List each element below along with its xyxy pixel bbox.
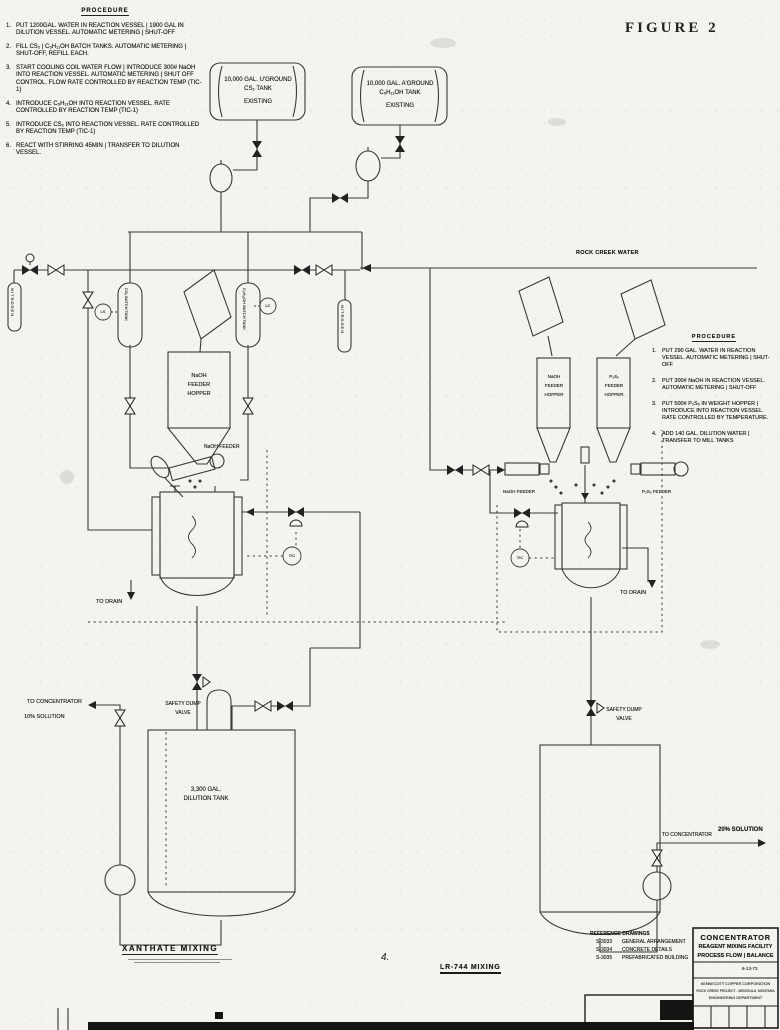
pump-amyl xyxy=(355,147,381,182)
p2s5-hopper xyxy=(596,357,631,463)
procedure-item: 6.REACT WITH STIRRING 45MIN | TRANSFER T… xyxy=(6,142,180,157)
reaction-vessel-left xyxy=(151,485,243,596)
procedure-item: 5.INTRODUCE CS₂ INTO REACTION VESSEL. RA… xyxy=(6,121,200,136)
safety-dump-valve-left xyxy=(192,674,211,690)
xanthate-mixing-title: XANTHATE MIXING xyxy=(122,944,219,955)
p2s5-bag-chute xyxy=(620,279,666,340)
instrument-lc-tag: LC xyxy=(265,303,271,308)
naoh-bag-chute-left xyxy=(183,269,232,340)
to-drain-left-label: TO DRAIN xyxy=(96,599,123,605)
instrument-tic-right-tag: TIC xyxy=(516,555,524,560)
screw-feeder-left xyxy=(168,453,225,489)
amyl-batch-tank-label: C₅H₁₁OH BATCH TANK xyxy=(242,288,247,330)
pump-dilution xyxy=(104,864,136,896)
lr744-mixing-title: LR-744 MIXING xyxy=(440,964,501,974)
procedure-left-title: PROCEDURE xyxy=(81,8,129,16)
instrument-lc xyxy=(252,297,277,315)
xanthate-subtext-line xyxy=(134,962,220,963)
scan-smudge xyxy=(700,640,720,649)
scan-smudge xyxy=(60,470,74,484)
screw-feeder-naoh-right xyxy=(504,462,578,495)
procedure-item: 4.ADD 140 GAL. DILUTION WATER | TRANSFER… xyxy=(652,431,750,444)
instrument-ls xyxy=(94,303,118,321)
nitrogen-column-2 xyxy=(337,299,352,353)
piping-right xyxy=(360,267,764,953)
instrument-tic-left xyxy=(282,546,302,566)
title-block-title: CONCENTRATOR xyxy=(700,933,771,942)
procedure-left: PROCEDURE 1.PUT 1200GAL. WATER IN REACTI… xyxy=(6,8,204,164)
xanthate-subtext-line xyxy=(128,959,232,960)
dilution-tank xyxy=(147,729,296,917)
agitator-motor-left xyxy=(150,455,170,479)
procedure-right-title: PROCEDURE xyxy=(691,334,737,342)
title-block-company-3: ENGINEERING DEPARTMENT xyxy=(708,996,763,1000)
procedure-item: 1.PUT 1200GAL. WATER IN REACTION VESSEL … xyxy=(6,22,184,37)
screw-feeder-p2s5 xyxy=(592,461,689,495)
procedure-item: 3.PUT 500# P₂S₅ IN WEIGHT HOPPER | INTRO… xyxy=(652,401,769,421)
flow-arrows xyxy=(88,264,766,847)
pump-cs2 xyxy=(209,160,233,193)
safety-dump-valve-right xyxy=(586,700,605,716)
piping-left xyxy=(13,120,586,946)
scan-smudge xyxy=(548,118,566,126)
title-block-date: 6-13-73 xyxy=(742,966,758,971)
naoh-feeder-right-label: NaOH FEEDER xyxy=(503,489,536,494)
pump-right xyxy=(642,871,672,901)
to-concentrator-left-label: TO CONCENTRATOR xyxy=(27,699,83,705)
solution-20-label: 20% SOLUTION xyxy=(718,827,763,833)
instrument-tic-right xyxy=(510,548,530,568)
to-drain-right-label: TO DRAIN xyxy=(620,590,647,596)
cs2-batch-tank xyxy=(117,282,143,348)
nitrogen-1-label: NITROGEN xyxy=(10,288,15,318)
naoh-bag-chute-right xyxy=(518,276,564,337)
dashed-control-lines xyxy=(88,430,663,886)
handwritten-mark: 4. xyxy=(381,952,390,963)
procedure-item: 2.PUT 300# NaOH IN REACTION VESSEL. AUTO… xyxy=(652,378,765,391)
procedure-item: 3.START COOLING COIL WATER FLOW | INTROD… xyxy=(6,64,202,94)
reference-drawings-title: REFERENCE DRAWINGS xyxy=(590,931,650,937)
p2s5-feeder-label: P₂S₅ FEEDER xyxy=(642,489,672,494)
nitrogen-column-1 xyxy=(7,282,22,332)
procedure-item: 2.FILL CS₂ | C₅H₁₁OH BATCH TANKS. AUTOMA… xyxy=(6,43,187,58)
scan-smudge xyxy=(430,38,456,48)
title-block-subtitle-1: REAGENT MIXING FACILITY xyxy=(698,944,773,950)
naoh-hopper-left xyxy=(166,351,232,465)
naoh-hopper-right xyxy=(536,357,571,463)
nitrogen-2-label: NITROGEN xyxy=(340,305,345,335)
figure-label: FIGURE 2 xyxy=(625,20,719,36)
solution-storage-tank-right xyxy=(539,744,661,935)
title-block-company-1: KENNECOTT COPPER CORPORATION xyxy=(700,982,771,986)
reaction-vessel-right xyxy=(554,502,628,589)
dilution-tank-label: 3,300 GAL.DILUTION TANK xyxy=(183,787,229,802)
title-block-company-2: ROCK CREEK PROJECT - MISSOULA, MONTANA xyxy=(696,989,775,993)
rock-creek-water-label: ROCK CREEK WATER xyxy=(576,250,639,256)
procedure-right: PROCEDURE 1.PUT 290 GAL. WATER IN REACTI… xyxy=(652,334,776,451)
amyl-batch-tank xyxy=(235,282,261,348)
procedure-item: 4.INTRODUCE C₅H₁₁OH INTO REACTION VESSEL… xyxy=(6,100,170,115)
agitator-right xyxy=(580,446,590,464)
instrument-ls-tag: LS xyxy=(100,309,106,314)
naoh-feeder-left-label: NaOH FEEDER xyxy=(204,444,240,450)
to-concentrator-right-label: TO CONCENTRATOR xyxy=(662,832,713,838)
valves xyxy=(22,136,663,867)
procedure-item: 1.PUT 290 GAL. WATER IN REACTION VESSEL.… xyxy=(652,348,770,368)
solution-10-label: 10% SOLUTION xyxy=(24,714,65,720)
title-block-subtitle-2: PROCESS FLOW | BALANCE xyxy=(697,953,774,959)
cs2-batch-tank-label: CS₂ BATCH TANK xyxy=(124,288,129,321)
instrument-tic-left-tag: TIC xyxy=(288,553,296,558)
bottom-bar xyxy=(88,1000,694,1030)
